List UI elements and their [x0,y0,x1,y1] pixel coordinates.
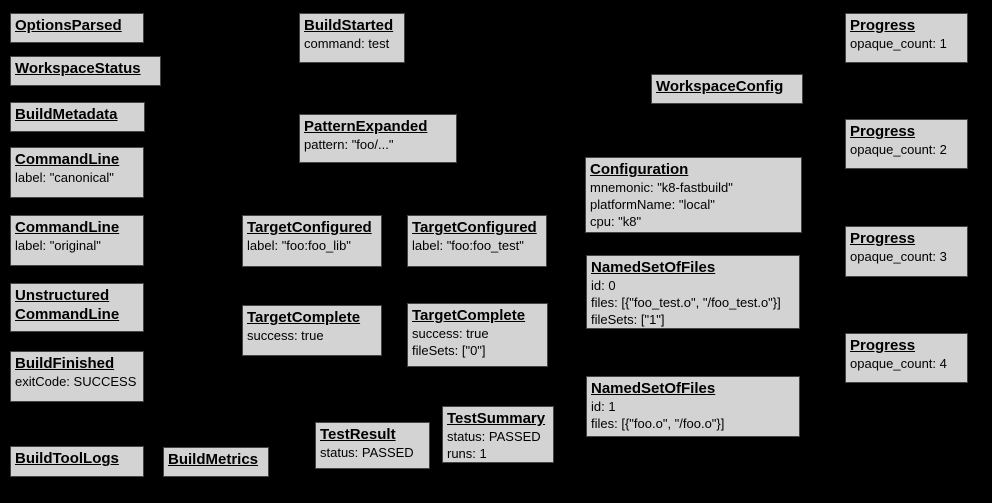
node-title: TargetComplete [247,309,361,326]
node-field-line: label: "foo:foo_test" [412,238,524,253]
node-field-line: success: true [247,328,324,343]
node-field-line: mnemonic: "k8-fastbuild" [590,180,733,195]
node-title: WorkspaceStatus [15,60,141,77]
node-options-parsed: OptionsParsed [10,13,144,43]
node-field-line: label: "original" [15,238,101,253]
node-progress-1: Progress opaque_count: 1 [845,13,968,63]
node-field-line: opaque_count: 4 [850,356,947,371]
node-build-metrics: BuildMetrics [163,447,269,477]
node-title: BuildToolLogs [15,450,119,467]
node-test-result: TestResult status: PASSED [315,422,430,469]
node-target-complete-foo-test: TargetComplete success: true fileSets: [… [407,303,548,367]
node-build-finished: BuildFinished exitCode: SUCCESS [10,351,144,402]
node-field-line: opaque_count: 3 [850,249,947,264]
node-title: CommandLine [15,219,120,236]
node-title: CommandLine [15,151,120,168]
node-build-metadata: BuildMetadata [10,102,145,132]
node-field-line: label: "canonical" [15,170,114,185]
node-named-set-of-files-1: NamedSetOfFiles id: 1 files: [{"foo.o", … [586,376,800,437]
node-title: WorkspaceConfig [656,78,784,95]
node-field-line: exitCode: SUCCESS [15,374,137,389]
node-field-line: runs: 1 [447,446,487,461]
node-field-line: cpu: "k8" [590,214,642,229]
node-named-set-of-files-0: NamedSetOfFiles id: 0 files: [{"foo_test… [586,255,800,329]
node-field-line: id: 0 [591,278,616,293]
node-title: TargetConfigured [412,219,537,236]
node-title: Unstructured [15,287,110,304]
node-target-configured-foo-test: TargetConfigured label: "foo:foo_test" [407,215,547,267]
node-title: Progress [850,337,916,354]
node-build-tool-logs: BuildToolLogs [10,446,144,477]
node-title: BuildMetadata [15,106,118,123]
node-title: TestResult [320,426,396,443]
node-field-line: label: "foo:foo_lib" [247,238,351,253]
node-field-line: success: true [412,326,489,341]
node-field-line: fileSets: ["0"] [412,343,486,358]
node-configuration: Configuration mnemonic: "k8-fastbuild" p… [585,157,802,233]
node-field-line: platformName: "local" [590,197,715,212]
node-title: PatternExpanded [304,118,428,135]
node-title: NamedSetOfFiles [591,259,716,276]
node-title: TargetConfigured [247,219,372,236]
node-title: BuildFinished [15,355,115,372]
node-title: CommandLine [15,306,120,323]
node-build-started: BuildStarted command: test [299,13,405,63]
node-title: Configuration [590,161,689,178]
node-unstructured-command-line: Unstructured CommandLine [10,283,144,332]
node-progress-3: Progress opaque_count: 3 [845,226,968,277]
node-title: OptionsParsed [15,17,122,34]
node-test-summary: TestSummary status: PASSED runs: 1 [442,406,554,463]
node-workspace-status: WorkspaceStatus [10,56,161,86]
node-title: TestSummary [447,410,546,427]
node-field-line: status: PASSED [447,429,541,444]
node-field-line: opaque_count: 2 [850,142,947,157]
node-field-line: opaque_count: 1 [850,36,947,51]
node-field-line: command: test [304,36,390,51]
node-command-line-canonical: CommandLine label: "canonical" [10,147,144,198]
node-progress-4: Progress opaque_count: 4 [845,333,968,383]
node-field-line: fileSets: ["1"] [591,312,665,327]
node-target-complete-foo-lib: TargetComplete success: true [242,305,382,356]
node-title: Progress [850,123,916,140]
node-field-line: files: [{"foo_test.o", "/foo_test.o"}] [591,295,781,310]
node-title: Progress [850,230,916,247]
node-title: Progress [850,17,916,34]
node-progress-2: Progress opaque_count: 2 [845,119,968,169]
node-field-line: id: 1 [591,399,616,414]
node-field-line: status: PASSED [320,445,414,460]
node-field-line: pattern: "foo/..." [304,137,394,152]
node-title: BuildStarted [304,17,394,34]
node-pattern-expanded: PatternExpanded pattern: "foo/..." [299,114,457,163]
node-title: TargetComplete [412,307,526,324]
node-workspace-config: WorkspaceConfig [651,74,803,104]
node-title: BuildMetrics [168,451,259,468]
node-command-line-original: CommandLine label: "original" [10,215,144,266]
node-field-line: files: [{"foo.o", "/foo.o"}] [591,416,725,431]
node-title: NamedSetOfFiles [591,380,716,397]
node-target-configured-foo-lib: TargetConfigured label: "foo:foo_lib" [242,215,382,267]
